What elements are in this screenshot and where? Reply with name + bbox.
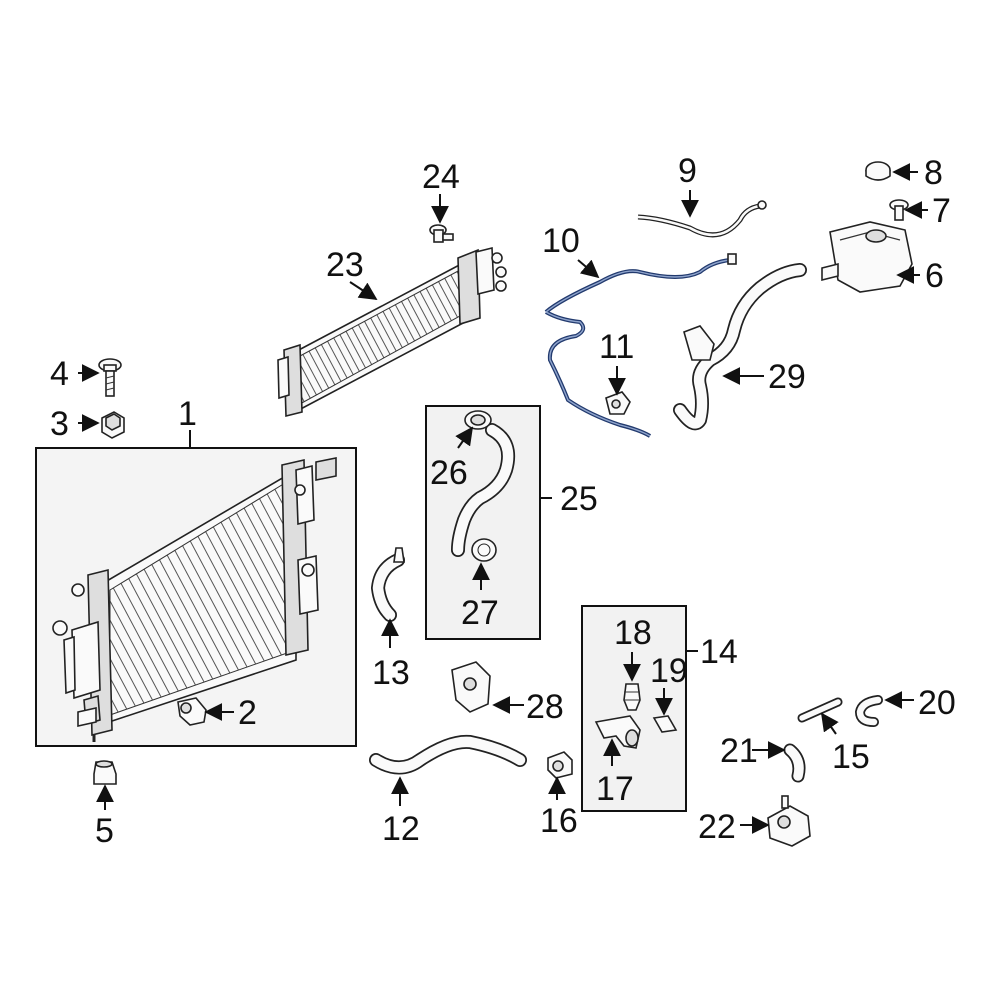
clip-part-2 xyxy=(177,697,207,726)
callout-29: 29 xyxy=(768,358,806,396)
hose-part-15 xyxy=(797,697,843,723)
callout-9: 9 xyxy=(678,152,697,190)
callout-18: 18 xyxy=(614,614,652,652)
callout-6: 6 xyxy=(925,257,944,295)
callout-15: 15 xyxy=(832,738,870,776)
callout-10: 10 xyxy=(542,222,580,260)
arrow-26 xyxy=(455,426,474,449)
charge-air-cooler-part xyxy=(277,246,507,418)
arrow-15 xyxy=(820,712,839,735)
insulator-part-16 xyxy=(547,751,573,779)
clamp-part-27 xyxy=(471,538,497,562)
hose-part-13 xyxy=(371,547,405,622)
callout-11: 11 xyxy=(599,328,634,366)
callout-3: 3 xyxy=(50,405,69,443)
callout-22: 22 xyxy=(698,808,736,846)
nut-part-3 xyxy=(101,411,125,439)
callout-12: 12 xyxy=(382,810,420,848)
hose-part-29 xyxy=(673,263,807,431)
callout-5: 5 xyxy=(95,812,114,850)
clip-part-11 xyxy=(605,391,631,415)
insulator-part-5 xyxy=(93,760,117,785)
callout-7: 7 xyxy=(932,192,951,230)
callout-21: 21 xyxy=(720,732,758,770)
callout-23: 23 xyxy=(326,246,364,284)
pump-part-22 xyxy=(767,795,811,847)
callout-27: 27 xyxy=(461,594,499,632)
callout-19: 19 xyxy=(650,652,688,690)
housing-part-17 xyxy=(594,715,641,749)
callout-26: 26 xyxy=(430,454,468,492)
group-box-hose-25 xyxy=(425,405,541,640)
cap-part-8 xyxy=(865,161,891,181)
hose-part-10 xyxy=(544,253,737,438)
hose-part-12 xyxy=(369,734,527,775)
callout-17: 17 xyxy=(596,770,634,808)
callout-14: 14 xyxy=(700,633,738,671)
reservoir-part-6 xyxy=(821,221,913,293)
hose-part-20 xyxy=(854,695,883,727)
callout-13: 13 xyxy=(372,654,410,692)
bolt-part-7 xyxy=(889,199,909,221)
hose-part-25 xyxy=(451,423,516,557)
callout-4: 4 xyxy=(50,355,69,393)
callout-16: 16 xyxy=(540,802,578,840)
clamp-part-26 xyxy=(464,410,492,430)
bolt-part-24 xyxy=(429,224,454,243)
hose-part-9 xyxy=(637,200,767,238)
pump-part-28 xyxy=(451,661,491,713)
callout-28: 28 xyxy=(526,688,564,726)
hose-part-21 xyxy=(783,743,806,783)
callout-24: 24 xyxy=(422,158,460,196)
bolt-part-4 xyxy=(98,358,122,397)
thermostat-part-18 xyxy=(623,683,641,711)
callout-25: 25 xyxy=(560,480,598,518)
radiator-part xyxy=(52,457,337,742)
callout-8: 8 xyxy=(924,154,943,192)
gasket-part-19 xyxy=(652,715,678,733)
arrow-10 xyxy=(577,259,600,279)
callout-20: 20 xyxy=(918,684,956,722)
arrow-23 xyxy=(349,281,378,300)
callout-2: 2 xyxy=(238,694,257,732)
callout-1: 1 xyxy=(178,395,197,433)
